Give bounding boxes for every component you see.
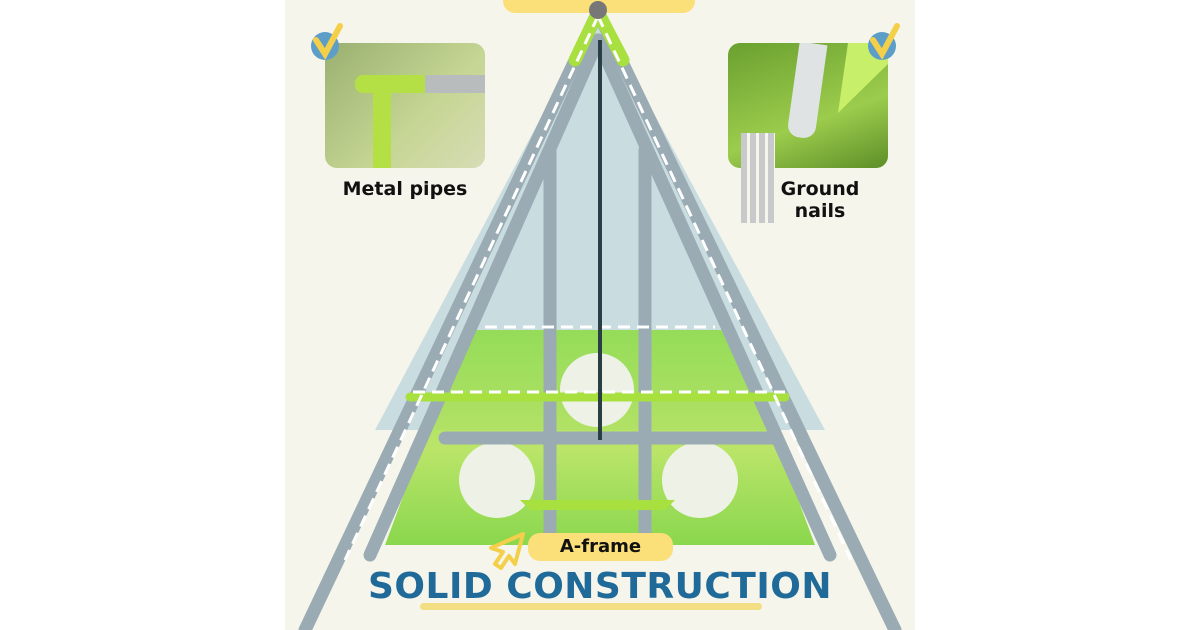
top-bolt: [589, 1, 607, 19]
swing-seat: [520, 500, 675, 510]
ground-nails-stakes: [741, 133, 775, 223]
ground-nails-label: Ground nails: [775, 178, 865, 222]
product-panel: Metal pipes Ground nails A-frame SOLID C…: [285, 0, 915, 630]
mat-hole: [560, 353, 634, 427]
metal-pipes-photo: [325, 43, 485, 168]
ground-nails-label-line2: nails: [794, 200, 846, 222]
metal-pipes-label: Metal pipes: [342, 178, 468, 200]
cursor-arrow-icon: [489, 532, 525, 570]
mat-hole: [662, 442, 738, 518]
swing-a-frame-illustration: [298, 1, 902, 630]
a-frame-tag: A-frame: [528, 533, 673, 561]
check-icon: [311, 23, 343, 60]
frame-legs: [298, 5, 902, 630]
mat-hole: [459, 442, 535, 518]
ground-nails-label-line1: Ground: [780, 178, 860, 200]
check-icon: [868, 23, 900, 60]
headline: SOLID CONSTRUCTION: [368, 566, 832, 607]
lime-connectors: [405, 5, 790, 402]
headline-underline: [420, 603, 762, 610]
